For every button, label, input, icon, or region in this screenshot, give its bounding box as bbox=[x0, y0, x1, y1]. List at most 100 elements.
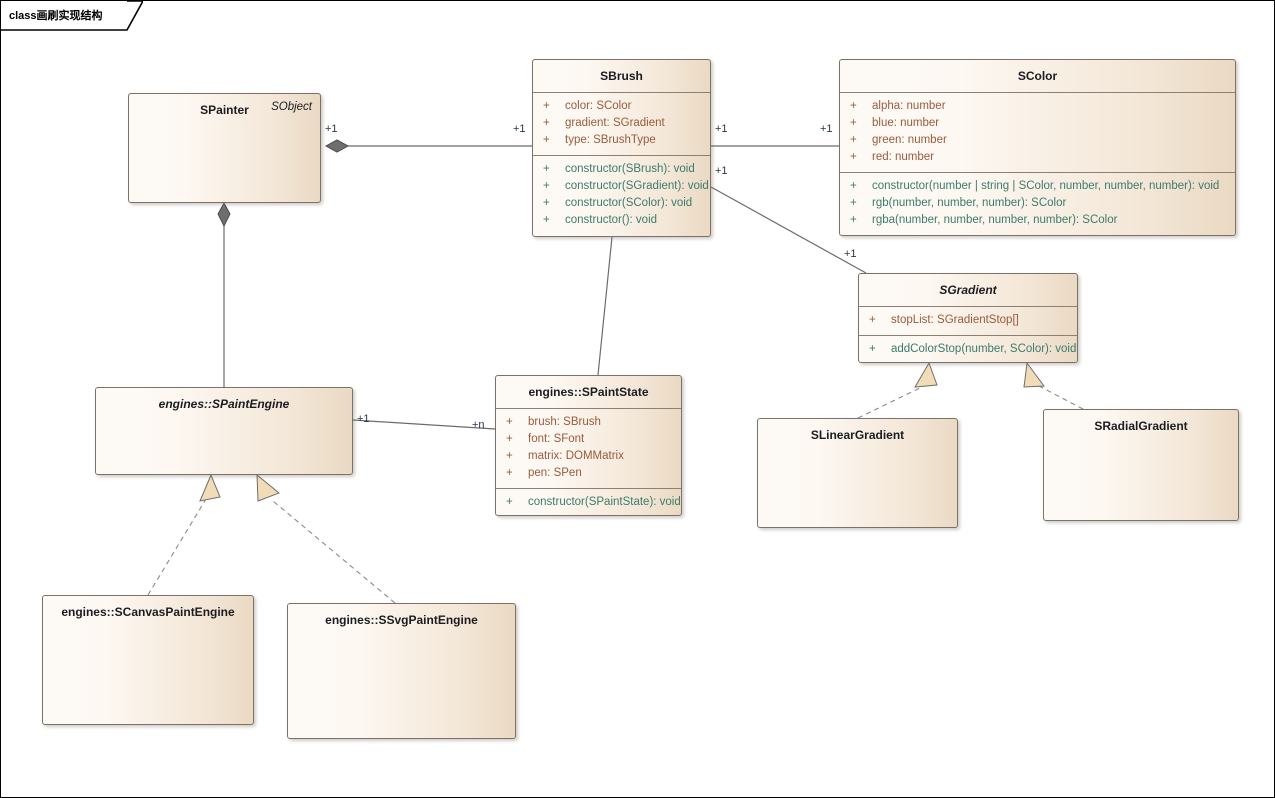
visibility-marker: + bbox=[543, 180, 550, 192]
operation-row: + constructor(number | string | SColor, … bbox=[840, 178, 1235, 195]
compartment-divider bbox=[840, 92, 1235, 93]
attribute-row: + color: SColor bbox=[533, 98, 710, 115]
compartment-divider bbox=[859, 306, 1077, 307]
attribute-label: gradient: SGradient bbox=[565, 117, 665, 129]
visibility-marker: + bbox=[506, 433, 513, 445]
class-box-sgradient[interactable]: SGradient + stopList: SGradientStop[] + … bbox=[858, 273, 1078, 363]
operations-compartment: + constructor(SPaintState): void bbox=[496, 489, 681, 515]
visibility-marker: + bbox=[850, 214, 857, 226]
class-box-scanvaspaintengine[interactable]: engines::SCanvasPaintEngine bbox=[42, 595, 254, 725]
multiplicity-sbrush-sgradient-source: +1 bbox=[715, 165, 728, 177]
operation-row: + constructor(SPaintState): void bbox=[496, 494, 681, 511]
realization-ssvgpaintengine-spaintengine bbox=[256, 473, 396, 604]
multiplicity-spaintengine-state-target: +n bbox=[472, 419, 485, 431]
attribute-row: + font: SFont bbox=[496, 431, 681, 448]
attribute-label: red: number bbox=[872, 151, 935, 163]
class-name-scanvaspaintengine: engines::SCanvasPaintEngine bbox=[61, 605, 235, 619]
attributes-compartment: + brush: SBrush + font: SFont + matrix: … bbox=[496, 409, 681, 488]
realization-scanvaspaintengine-spaintengine bbox=[147, 473, 221, 596]
attribute-row: + alpha: number bbox=[840, 98, 1235, 115]
attribute-label: matrix: DOMMatrix bbox=[528, 450, 624, 462]
visibility-marker: + bbox=[506, 467, 513, 479]
operation-label: constructor(SGradient): void bbox=[565, 180, 709, 192]
operation-row: + constructor(SGradient): void bbox=[533, 178, 710, 195]
class-box-slineargradient[interactable]: SLinearGradient bbox=[757, 418, 958, 528]
visibility-marker: + bbox=[543, 197, 550, 209]
class-box-spaintstate[interactable]: engines::SPaintState + brush: SBrush + f… bbox=[495, 375, 682, 516]
operations-compartment: + constructor(SBrush): void + constructo… bbox=[533, 156, 710, 235]
multiplicity-spainter-brush-source: +1 bbox=[325, 123, 338, 135]
operation-label: constructor(SColor): void bbox=[565, 197, 693, 209]
attribute-row: + matrix: DOMMatrix bbox=[496, 448, 681, 465]
class-box-spainter[interactable]: SObject SPainter bbox=[128, 93, 321, 203]
attribute-label: blue: number bbox=[872, 117, 940, 129]
attributes-compartment: + alpha: number + blue: number + green: … bbox=[840, 93, 1235, 172]
realization-sradialgradient-sgradient bbox=[1023, 361, 1084, 410]
visibility-marker: + bbox=[850, 117, 857, 129]
operation-row: + addColorStop(number, SColor): void bbox=[859, 341, 1077, 358]
composition-diamond-icon bbox=[324, 139, 350, 153]
realization-triangle-icon bbox=[256, 473, 280, 502]
multiplicity-sbrush-scolor-source: +1 bbox=[715, 123, 728, 135]
realization-triangle-icon bbox=[199, 473, 221, 502]
visibility-marker: + bbox=[543, 134, 550, 146]
class-box-spaintengine[interactable]: engines::SPaintEngine bbox=[95, 387, 353, 475]
attribute-row: + blue: number bbox=[840, 115, 1235, 132]
operations-compartment: + constructor(number | string | SColor, … bbox=[840, 173, 1235, 235]
class-name-sbrush: SBrush bbox=[600, 69, 643, 83]
attribute-label: stopList: SGradientStop[] bbox=[891, 314, 1019, 326]
multiplicity-spainter-brush-target: +1 bbox=[513, 123, 526, 135]
visibility-marker: + bbox=[850, 134, 857, 146]
connector-spainter-spaintengine bbox=[217, 201, 231, 387]
operation-label: constructor(SBrush): void bbox=[565, 163, 695, 175]
visibility-marker: + bbox=[543, 117, 550, 129]
attribute-label: type: SBrushType bbox=[565, 134, 656, 146]
diagram-frame-tab: class画刷实现结构 bbox=[1, 1, 143, 31]
class-box-scolor[interactable]: SColor + alpha: number + blue: number + … bbox=[839, 59, 1236, 236]
class-name-spainter: SPainter bbox=[200, 103, 249, 117]
visibility-marker: + bbox=[543, 214, 550, 226]
realization-slineargradient-sgradient bbox=[857, 361, 938, 419]
class-name-slineargradient: SLinearGradient bbox=[810, 428, 905, 442]
operation-label: rgb(number, number, number): SColor bbox=[872, 197, 1067, 209]
class-name-scolor: SColor bbox=[1017, 69, 1058, 83]
attribute-row: + red: number bbox=[840, 149, 1235, 166]
attribute-label: color: SColor bbox=[565, 100, 632, 112]
class-name-ssvgpaintengine: engines::SSvgPaintEngine bbox=[325, 613, 478, 627]
visibility-marker: + bbox=[869, 314, 876, 326]
attribute-row: + stopList: SGradientStop[] bbox=[859, 312, 1077, 329]
attribute-label: brush: SBrush bbox=[528, 416, 601, 428]
operations-compartment: + addColorStop(number, SColor): void bbox=[859, 336, 1077, 362]
attribute-row: + brush: SBrush bbox=[496, 414, 681, 431]
connector-sbrush-spaintstate bbox=[597, 236, 613, 376]
attribute-row: + type: SBrushType bbox=[533, 132, 710, 149]
class-box-sradialgradient[interactable]: SRadialGradient bbox=[1043, 409, 1239, 521]
visibility-marker: + bbox=[543, 100, 550, 112]
operation-label: rgba(number, number, number, number): SC… bbox=[872, 214, 1118, 226]
class-box-sbrush[interactable]: SBrush + color: SColor + gradient: SGrad… bbox=[532, 59, 711, 237]
realization-triangle-icon bbox=[914, 361, 938, 388]
compartment-divider bbox=[533, 155, 710, 156]
multiplicity-spaintengine-state-source: +1 bbox=[357, 413, 370, 425]
compartment-divider bbox=[859, 335, 1077, 336]
visibility-marker: + bbox=[850, 100, 857, 112]
frame-tab-label: class画刷实现结构 bbox=[9, 10, 103, 22]
compartment-divider bbox=[496, 488, 681, 489]
multiplicity-sbrush-sgradient-target: +1 bbox=[844, 248, 857, 260]
attribute-label: green: number bbox=[872, 134, 947, 146]
class-name-sradialgradient: SRadialGradient bbox=[1094, 419, 1188, 433]
connector-spainter-sbrush bbox=[324, 139, 532, 153]
class-box-ssvgpaintengine[interactable]: engines::SSvgPaintEngine bbox=[287, 603, 516, 739]
visibility-marker: + bbox=[850, 197, 857, 209]
operation-label: constructor(number | string | SColor, nu… bbox=[872, 180, 1220, 192]
compartment-divider bbox=[840, 172, 1235, 173]
visibility-marker: + bbox=[506, 416, 513, 428]
visibility-marker: + bbox=[506, 496, 513, 508]
class-name-spaintengine: engines::SPaintEngine bbox=[158, 397, 290, 411]
attribute-row: + green: number bbox=[840, 132, 1235, 149]
visibility-marker: + bbox=[506, 450, 513, 462]
attribute-label: pen: SPen bbox=[528, 467, 582, 479]
attribute-row: + pen: SPen bbox=[496, 465, 681, 482]
operation-row: + constructor(): void bbox=[533, 212, 710, 229]
